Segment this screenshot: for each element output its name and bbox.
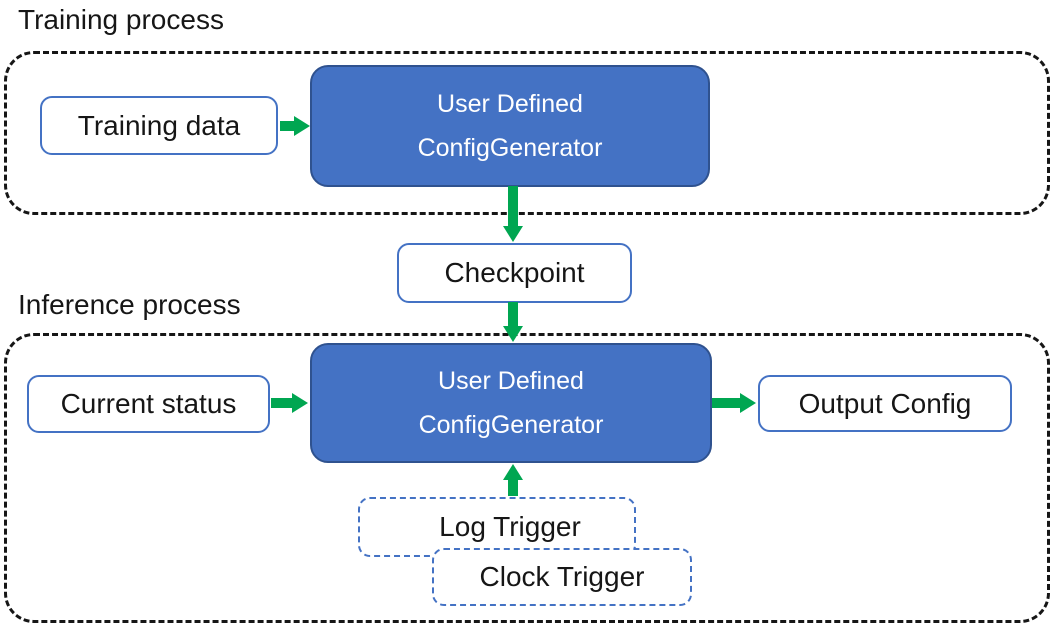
config-generator-inference-line1: User Defined [438,367,584,395]
config-generator-training-line1: User Defined [437,90,583,118]
training-process-label: Training process [18,4,224,35]
training-data-box: Training data [40,96,278,155]
inference-process-container [4,333,1050,623]
config-generator-inference-box: User Defined ConfigGenerator [310,343,712,463]
current-status-box: Current status [27,375,270,433]
output-config-box: Output Config [758,375,1012,432]
training-process-container [4,51,1050,215]
log-trigger-box: Log Trigger [358,497,636,557]
config-generator-training-box: User Defined ConfigGenerator [310,65,710,187]
checkpoint-box: Checkpoint [397,243,632,303]
config-generator-training-line2: ConfigGenerator [417,134,603,162]
clock-trigger-box: Clock Trigger [432,548,692,606]
config-generator-inference-line2: ConfigGenerator [418,411,604,439]
inference-process-label: Inference process [18,289,241,320]
